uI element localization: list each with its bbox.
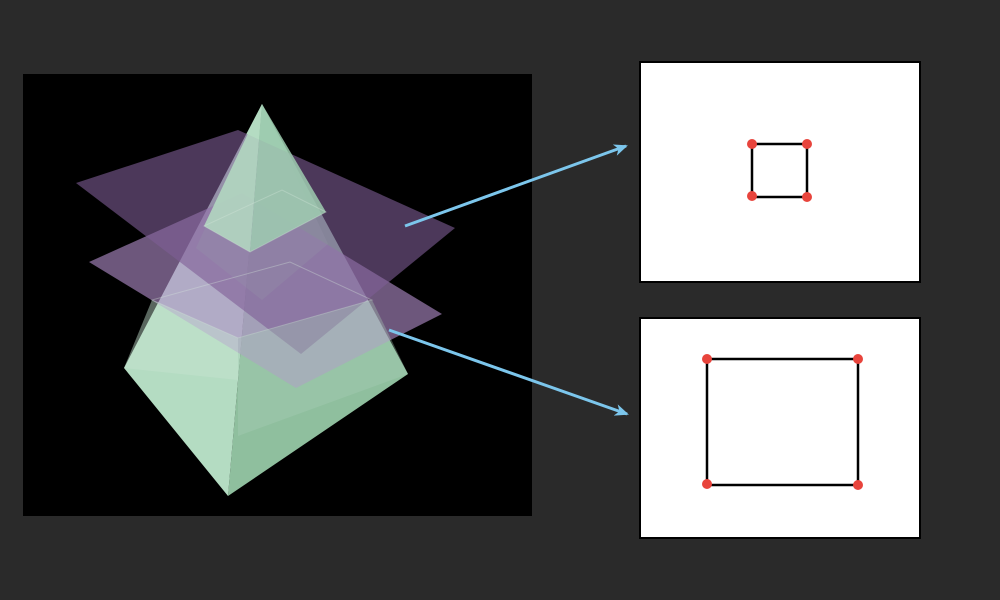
cross-section-upper-outline bbox=[202, 189, 328, 253]
arrow-upper-section bbox=[404, 144, 628, 228]
pyramid-apex-right bbox=[250, 104, 326, 252]
cross-section-small-rectangle bbox=[750, 142, 809, 199]
arrow-lower-section bbox=[388, 328, 629, 416]
vertex-marker bbox=[853, 354, 863, 364]
vertex-marker bbox=[802, 192, 812, 202]
cross-section-panel-lower bbox=[639, 317, 921, 539]
cross-section-panel-upper bbox=[639, 61, 921, 283]
vertex-marker bbox=[853, 480, 863, 490]
vertex-marker bbox=[702, 354, 712, 364]
pyramid-lower-band bbox=[124, 300, 238, 380]
vertex-marker bbox=[747, 191, 757, 201]
pyramid-scene bbox=[76, 104, 455, 496]
vertex-marker bbox=[702, 479, 712, 489]
pyramid-apex-left bbox=[204, 104, 262, 252]
vertex-marker bbox=[802, 139, 812, 149]
vertex-marker bbox=[747, 139, 757, 149]
cross-section-large-rectangle bbox=[705, 357, 860, 487]
cross-section-lower-outline bbox=[150, 261, 374, 339]
pyramid-lower-band-right bbox=[238, 300, 408, 436]
